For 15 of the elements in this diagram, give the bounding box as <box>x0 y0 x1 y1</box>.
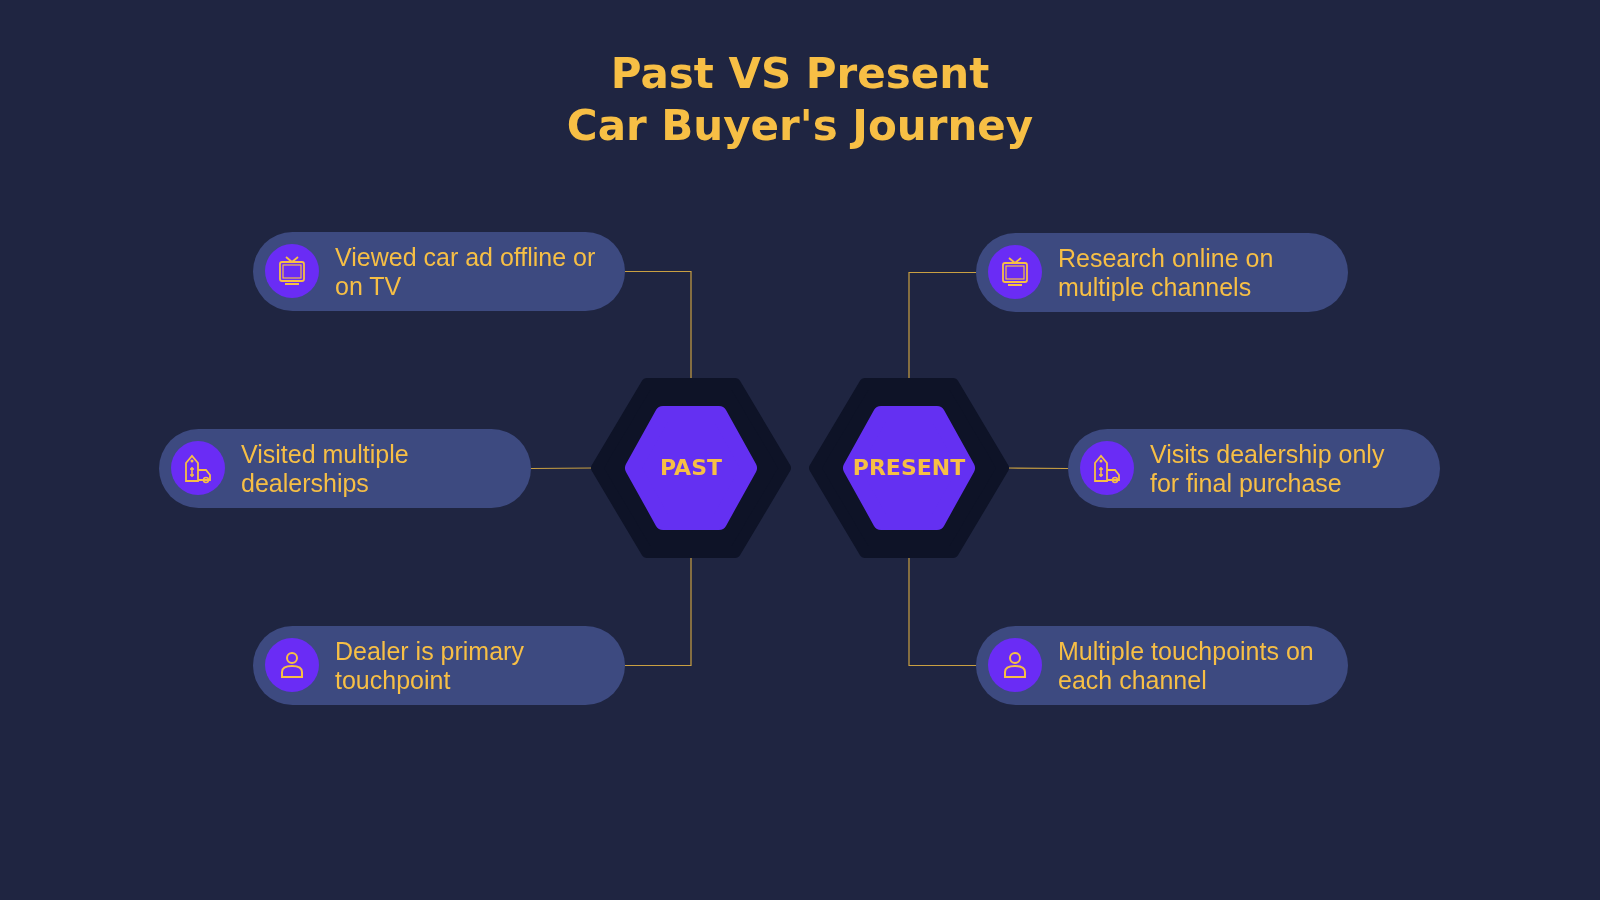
step-text: Viewed car ad offline or on TV <box>335 242 597 301</box>
connector-line <box>1006 467 1069 470</box>
hexagon-badge <box>591 378 791 558</box>
connector-line <box>624 270 692 381</box>
step-text: Visited multiple dealerships <box>241 439 410 498</box>
badge-label: PAST <box>659 454 723 482</box>
step-text: Visits dealership only for final purchase <box>1150 439 1386 498</box>
title: Past VS Present Car Buyer's Journey <box>565 48 1035 152</box>
step-text: Research online on multiple channels <box>1058 243 1275 302</box>
connector-line <box>908 271 977 381</box>
hexagon-badge <box>809 378 1009 558</box>
connector-line <box>530 467 594 470</box>
step-text: Dealer is primary touchpoint <box>335 636 525 695</box>
badge-label: PRESENT <box>851 454 967 482</box>
step-text: Multiple touchpoints on each channel <box>1058 636 1315 695</box>
